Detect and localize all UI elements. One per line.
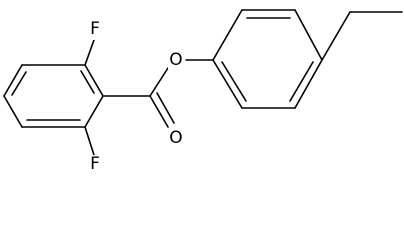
atom-label-ester-oxygen: O (169, 50, 182, 70)
bond-ring1-f (84, 95, 104, 128)
atom-label-carbonyl-oxygen: O (169, 128, 182, 148)
bond-ring1-d (3, 95, 23, 128)
bond-carbonyl-double-b (156, 92, 175, 124)
bond-ring2-d (294, 59, 323, 109)
bond-ring2-c (294, 9, 323, 61)
bond-ring-ethyl-ch2 (321, 11, 351, 61)
bond-ring2-double-c (221, 61, 247, 102)
atom-label-fluorine-bottom: F (90, 154, 100, 174)
bond-ring1-double-b (11, 71, 27, 96)
ethylphenyl-ring (212, 9, 323, 109)
molecule-structure-diagram: F F O O (3, 9, 403, 175)
bond-c-f-bottom (84, 126, 95, 156)
difluorophenyl-ring (3, 64, 104, 128)
bond-carbonyl-double-a (149, 95, 169, 128)
bond-ring2-double-b (289, 61, 314, 102)
bond-ring1-c (3, 64, 23, 97)
atom-label-fluorine-top: F (90, 19, 100, 39)
bond-ring1-a (84, 64, 104, 97)
bond-ring2-a (212, 9, 243, 61)
bond-ring1-double-a (80, 70, 95, 94)
bond-c-f-top (84, 39, 95, 66)
bond-carbonyl-ester-oxygen (149, 67, 169, 97)
bond-ring2-f (212, 59, 243, 109)
